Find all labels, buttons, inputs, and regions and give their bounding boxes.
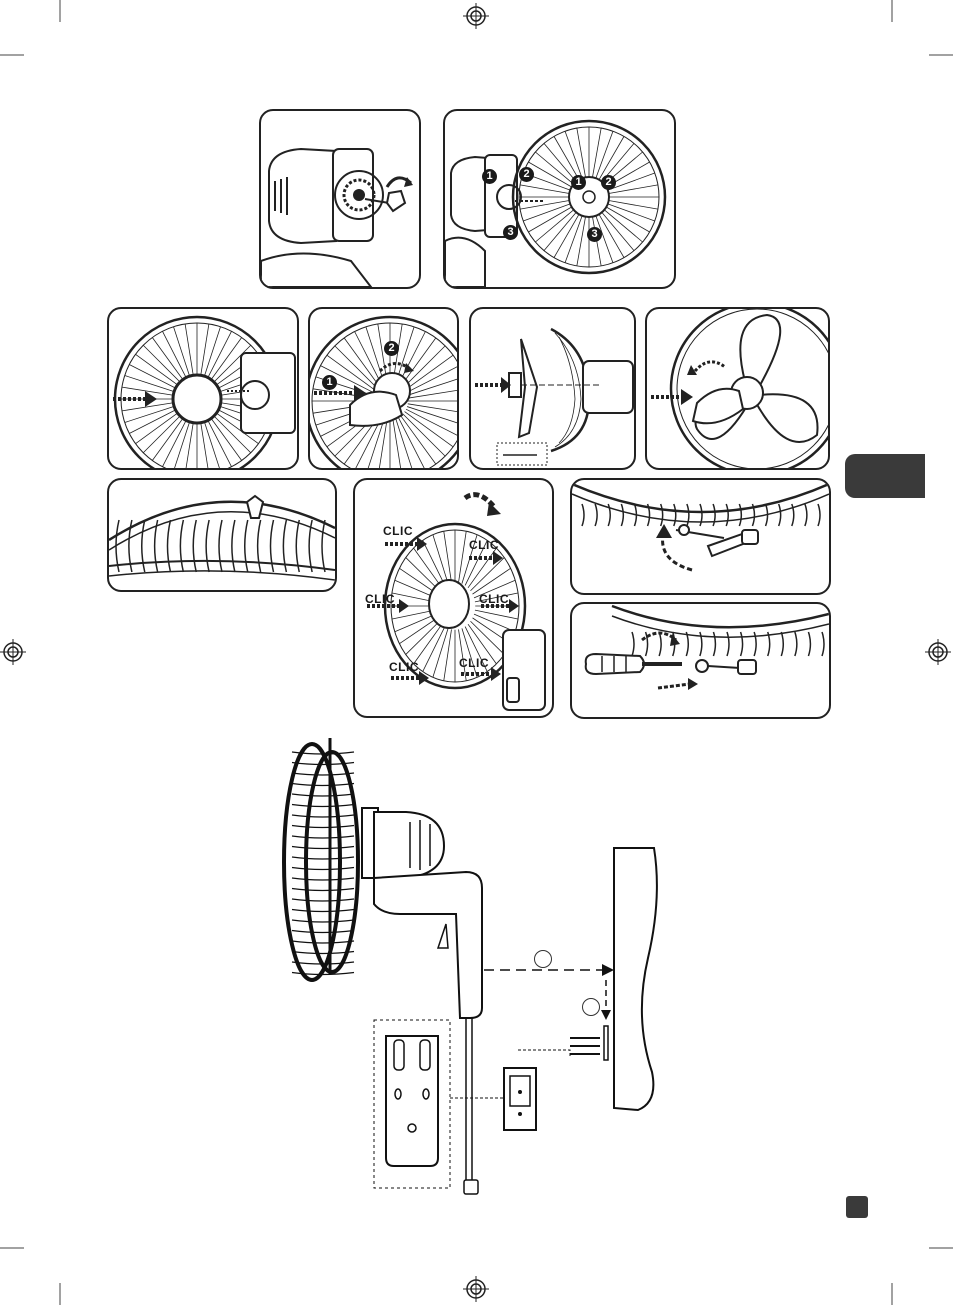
guard-number-3: 3 (587, 227, 602, 242)
clic-label-4: CLIC (479, 592, 509, 606)
clic-label-6: CLIC (459, 656, 489, 670)
wall-mount-diagram (270, 718, 690, 1200)
clic-label-5: CLIC (389, 660, 419, 674)
lock-step-2: 2 (384, 341, 399, 356)
panel-rear-guard-align: 1 2 3 1 2 3 (443, 109, 676, 289)
step-number-3: 3 (503, 225, 518, 240)
clic-label-2: CLIC (469, 538, 499, 552)
step-number-1: 1 (482, 169, 497, 184)
wall-step-2 (582, 998, 600, 1016)
panel-screwdriver (570, 602, 831, 719)
page-number-box (846, 1196, 868, 1218)
language-tab (845, 454, 925, 498)
guard-number-2: 2 (601, 175, 616, 190)
panel-blade-side (469, 307, 636, 470)
lock-step-1: 1 (322, 375, 337, 390)
panel-guard-clip (107, 478, 337, 592)
clic-label-1: CLIC (383, 524, 413, 538)
panel-clic-front-guard: CLIC CLIC CLIC CLIC CLIC CLIC (353, 478, 554, 718)
clic-label-3: CLIC (365, 592, 395, 606)
panel-remove-nut (259, 109, 421, 289)
panel-push-rear-guard (107, 307, 299, 470)
panel-guard-clip-screw (570, 478, 831, 595)
panel-lock-nut: 1 2 (308, 307, 459, 470)
wall-step-1 (534, 950, 552, 968)
step-number-2: 2 (519, 167, 534, 182)
guard-number-1: 1 (571, 175, 586, 190)
panel-tighten-spinner (645, 307, 830, 470)
